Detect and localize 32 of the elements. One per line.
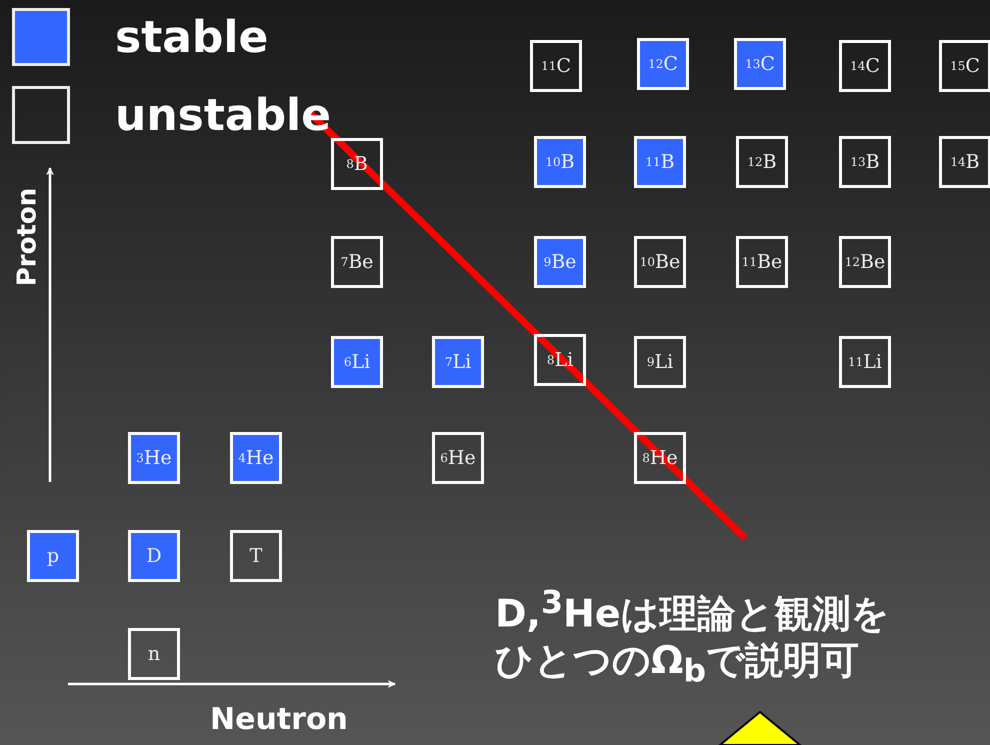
nuclide-box: D <box>128 530 180 582</box>
nuclide-box: n <box>128 628 180 680</box>
legend-label: stable <box>115 11 268 65</box>
nuclide-box: $^{3}$He <box>128 432 180 484</box>
nuclide-box: p <box>27 530 79 582</box>
nuclide-box: $^{6}$He <box>432 432 484 484</box>
nuclide-box: $^{10}$Be <box>634 236 686 288</box>
axis-label: Proton <box>12 188 42 286</box>
nuclide-box: T <box>230 530 282 582</box>
nuclide-box: $^{11}$Li <box>839 336 891 388</box>
nuclide-box: $^{12}$C <box>637 38 689 90</box>
nuclide-box: $^{9}$Li <box>634 336 686 388</box>
nuclide-box: $^{10}$B <box>534 136 586 188</box>
nuclide-box: $^{14}$B <box>939 136 990 188</box>
nuclide-box: $^{4}$He <box>230 432 282 484</box>
nuclide-box: $^{14}$C <box>839 40 891 92</box>
axis-label: Neutron <box>210 702 348 737</box>
nuclide-box: $^{11}$B <box>634 136 686 188</box>
nuclide-box: $^{7}$Be <box>331 236 383 288</box>
nuclide-box: $^{15}$C <box>939 40 990 92</box>
callout-pointer <box>718 710 802 745</box>
nuclide-box: $^{13}$B <box>839 136 891 188</box>
nuclide-box: $^{13}$C <box>734 38 786 90</box>
nuclide-box: $^{11}$Be <box>736 236 788 288</box>
nuclide-box: $^{12}$B <box>736 136 788 188</box>
note-text: D,$^{3}$Heは理論と観測をひとつのΩ$_{b}$で説明可 <box>495 584 891 692</box>
nuclide-box: $^{12}$Be <box>839 236 891 288</box>
legend-label: unstable <box>115 89 331 143</box>
nuclide-box: $^{6}$Li <box>331 336 383 388</box>
nuclide-box: $^{11}$C <box>530 40 582 92</box>
nuclide-box: $^{9}$Be <box>534 236 586 288</box>
nuclide-box: $^{7}$Li <box>432 336 484 388</box>
